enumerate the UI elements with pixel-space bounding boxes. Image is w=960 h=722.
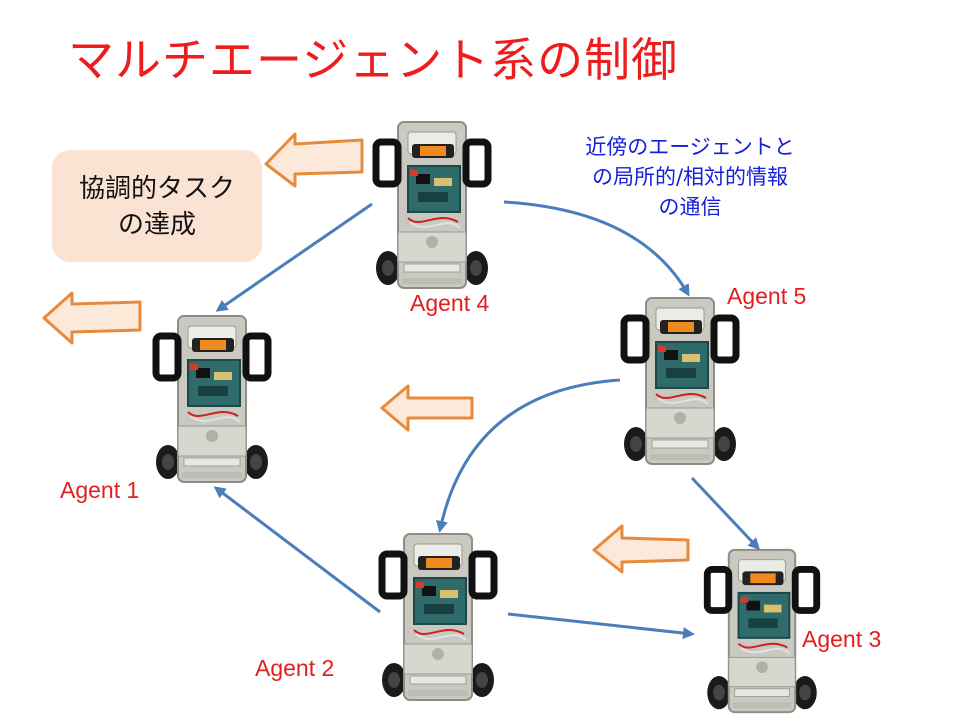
agent-5-label: Agent 5 bbox=[727, 283, 807, 309]
agent-4-robot-icon bbox=[368, 118, 496, 294]
agent-5-robot-icon bbox=[616, 294, 744, 470]
task-box: 協調的タスク の達成 bbox=[52, 150, 262, 262]
communication-note: 近傍のエージェントと の局所的/相対的情報 の通信 bbox=[540, 132, 840, 222]
link-agent2-to-agent3 bbox=[507, 612, 695, 639]
communication-line-2: の局所的/相対的情報 bbox=[591, 165, 789, 189]
link-agent4-to-agent5 bbox=[503, 200, 690, 297]
link-agent5-to-agent2 bbox=[436, 378, 621, 533]
communication-line-3: の通信 bbox=[658, 195, 722, 219]
agent-1-robot-icon bbox=[148, 312, 276, 488]
agent-1-label: Agent 1 bbox=[60, 477, 140, 503]
task-text-line-2: の達成 bbox=[117, 210, 196, 240]
agent-2-label: Agent 2 bbox=[255, 655, 335, 681]
motion-arrow-top bbox=[264, 132, 364, 188]
link-agent2-to-agent1 bbox=[213, 486, 381, 614]
motion-arrow-middle bbox=[380, 384, 474, 432]
agent-2-robot-icon bbox=[374, 530, 502, 706]
motion-arrow-left bbox=[42, 291, 142, 345]
agent-4-label: Agent 4 bbox=[410, 290, 490, 316]
communication-line-1: 近傍のエージェントと bbox=[585, 135, 795, 159]
agent-3-robot-icon bbox=[698, 546, 826, 722]
link-agent4-to-agent1 bbox=[215, 202, 373, 312]
task-text-line-1: 協調的タスク bbox=[78, 174, 235, 204]
slide-title: マルチエージェント系の制御 bbox=[68, 33, 679, 87]
motion-arrow-right bbox=[592, 524, 690, 574]
agent-3-label: Agent 3 bbox=[802, 626, 882, 652]
link-agent5-to-agent3 bbox=[690, 476, 761, 551]
